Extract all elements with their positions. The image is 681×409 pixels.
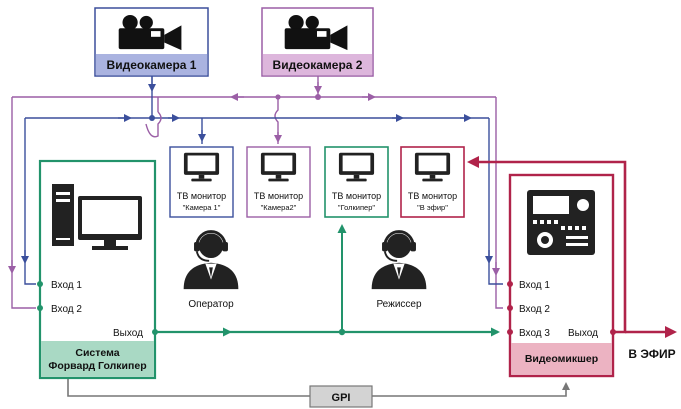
mixer-input3-label: Вход 3 [519,328,550,339]
system-input2-label: Вход 2 [51,304,82,315]
svg-text:"Камера2": "Камера2" [261,203,297,212]
on-air-label: В ЭФИР [628,347,675,361]
gpi-label: GPI [332,392,351,404]
computer-icon [52,184,142,250]
camera1-box: Видеокамера 1 [94,7,209,77]
director-label: Режиссер [376,299,422,310]
svg-text:ТВ монитор: ТВ монитор [408,191,457,201]
camera1-label: Видеокамера 1 [107,58,197,72]
gpi-box: GPI [309,385,373,408]
svg-text:"Голкипер": "Голкипер" [338,203,375,212]
operator-label: Оператор [188,299,234,310]
system-title-line2: Форвард Голкипер [48,360,146,372]
camera2-box: Видеокамера 2 [261,7,374,77]
system-title-line1: Система [75,347,119,359]
camera1-bus [24,90,503,285]
system-input1-label: Вход 1 [51,280,82,291]
svg-text:ТВ монитор: ТВ монитор [332,191,381,201]
operator-headset-icon [182,230,240,291]
monitor-goalkeeper: ТВ монитор "Голкипер" [324,146,389,218]
connector-dots [37,94,616,336]
operator: Оператор [182,230,240,310]
director: Режиссер [370,230,428,310]
monitor-camera1: ТВ монитор "Камера 1" [169,146,234,218]
mixer-output-label: Выход [568,328,598,339]
mixer-input2-label: Вход 2 [519,304,550,315]
video-mixer-icon [527,190,595,255]
goalkeeper-system-box: Вход 1 Вход 2 Выход Система Форвард Голк… [38,159,157,380]
camera2-label: Видеокамера 2 [273,58,363,72]
svg-text:"Камера 1": "Камера 1" [183,203,221,212]
video-mixer-box: Вход 1 Вход 2 Вход 3 Выход Видеомикшер [508,173,615,378]
svg-text:ТВ монитор: ТВ монитор [177,191,226,201]
monitor-camera2: ТВ монитор "Камера2" [246,146,311,218]
monitor-on-air: ТВ монитор "В эфир" [400,146,465,218]
svg-text:"В эфир": "В эфир" [417,203,448,212]
director-headset-icon [370,230,428,291]
svg-text:ТВ монитор: ТВ монитор [254,191,303,201]
mixer-title: Видеомикшер [525,353,598,365]
mixer-input1-label: Вход 1 [519,280,550,291]
system-output-label: Выход [113,328,143,339]
